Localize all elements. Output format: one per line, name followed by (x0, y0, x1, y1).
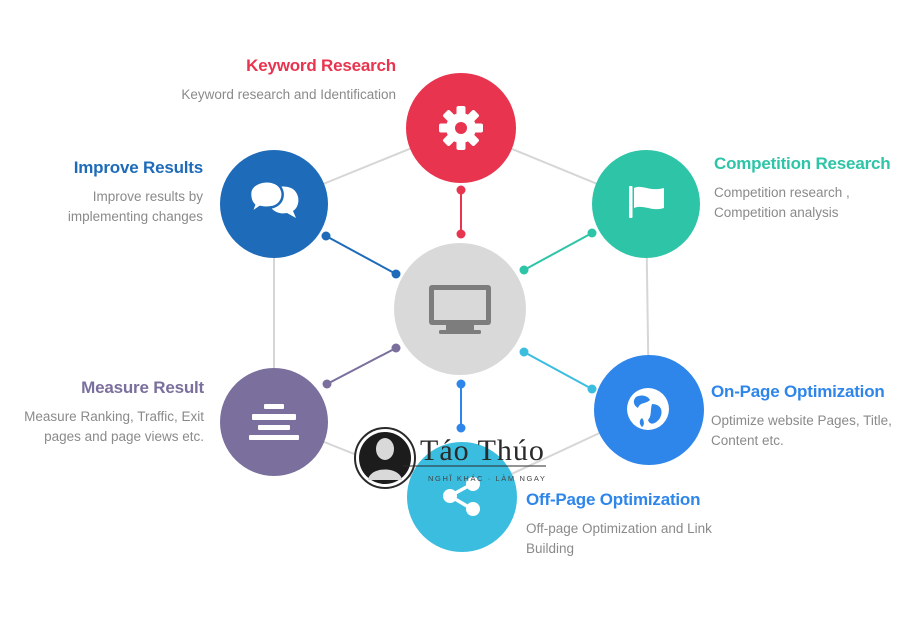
node-onpage[interactable] (594, 355, 704, 465)
monitor-icon (429, 285, 491, 334)
watermark-logo (354, 427, 546, 489)
spoke-offpage (456, 379, 466, 433)
onpage-optimization-title: On-Page Optimization (711, 382, 885, 401)
spoke-measure (322, 343, 401, 389)
spokes (321, 185, 597, 433)
spoke-competition (519, 228, 597, 275)
offpage-optimization-label: Off-Page Optimization Off-page Optimizat… (526, 490, 746, 559)
chat-bubbles-icon (248, 180, 299, 218)
improve-results-description: Improve results by implementing changes (67, 189, 203, 224)
node-offpage[interactable] (407, 442, 517, 552)
watermark-tagline: NGHĨ KHÁC · LÀM NGAY (428, 474, 547, 483)
node-improve[interactable] (220, 150, 328, 258)
competition-research-title: Competition Research (714, 154, 891, 173)
gear-icon (439, 106, 483, 150)
onpage-optimization-label: On-Page Optimization Optimize website Pa… (711, 382, 896, 451)
node-competition[interactable] (592, 150, 700, 258)
node-measure[interactable] (220, 368, 328, 476)
measure-result-description: Measure Ranking, Traffic, Exit pages and… (24, 409, 204, 444)
share-icon (443, 477, 480, 516)
measure-result-label: Measure Result Measure Ranking, Traffic,… (4, 378, 204, 447)
keyword-research-description: Keyword research and Identification (181, 87, 396, 102)
watermark-name: Táo Thúo (420, 434, 545, 467)
spoke-keyword (456, 185, 466, 239)
offpage-optimization-description: Off-page Optimization and Link Building (526, 521, 712, 556)
spoke-onpage (519, 347, 597, 394)
globe-icon (627, 388, 669, 430)
competition-research-description: Competition research , Competition analy… (714, 185, 850, 220)
improve-results-label: Improve Results Improve results by imple… (40, 158, 203, 227)
flag-icon (629, 186, 664, 218)
stack-icon (249, 404, 299, 440)
offpage-optimization-title: Off-Page Optimization (526, 490, 701, 509)
competition-research-label: Competition Research Competition researc… (714, 154, 894, 223)
keyword-research-title: Keyword Research (246, 56, 396, 75)
keyword-research-label: Keyword Research Keyword research and Id… (150, 56, 396, 105)
node-keyword[interactable] (406, 73, 516, 183)
measure-result-title: Measure Result (81, 378, 204, 397)
center-node (394, 243, 526, 375)
improve-results-title: Improve Results (73, 158, 203, 177)
onpage-optimization-description: Optimize website Pages, Title, Content e… (711, 413, 892, 448)
spoke-improve (321, 231, 401, 279)
